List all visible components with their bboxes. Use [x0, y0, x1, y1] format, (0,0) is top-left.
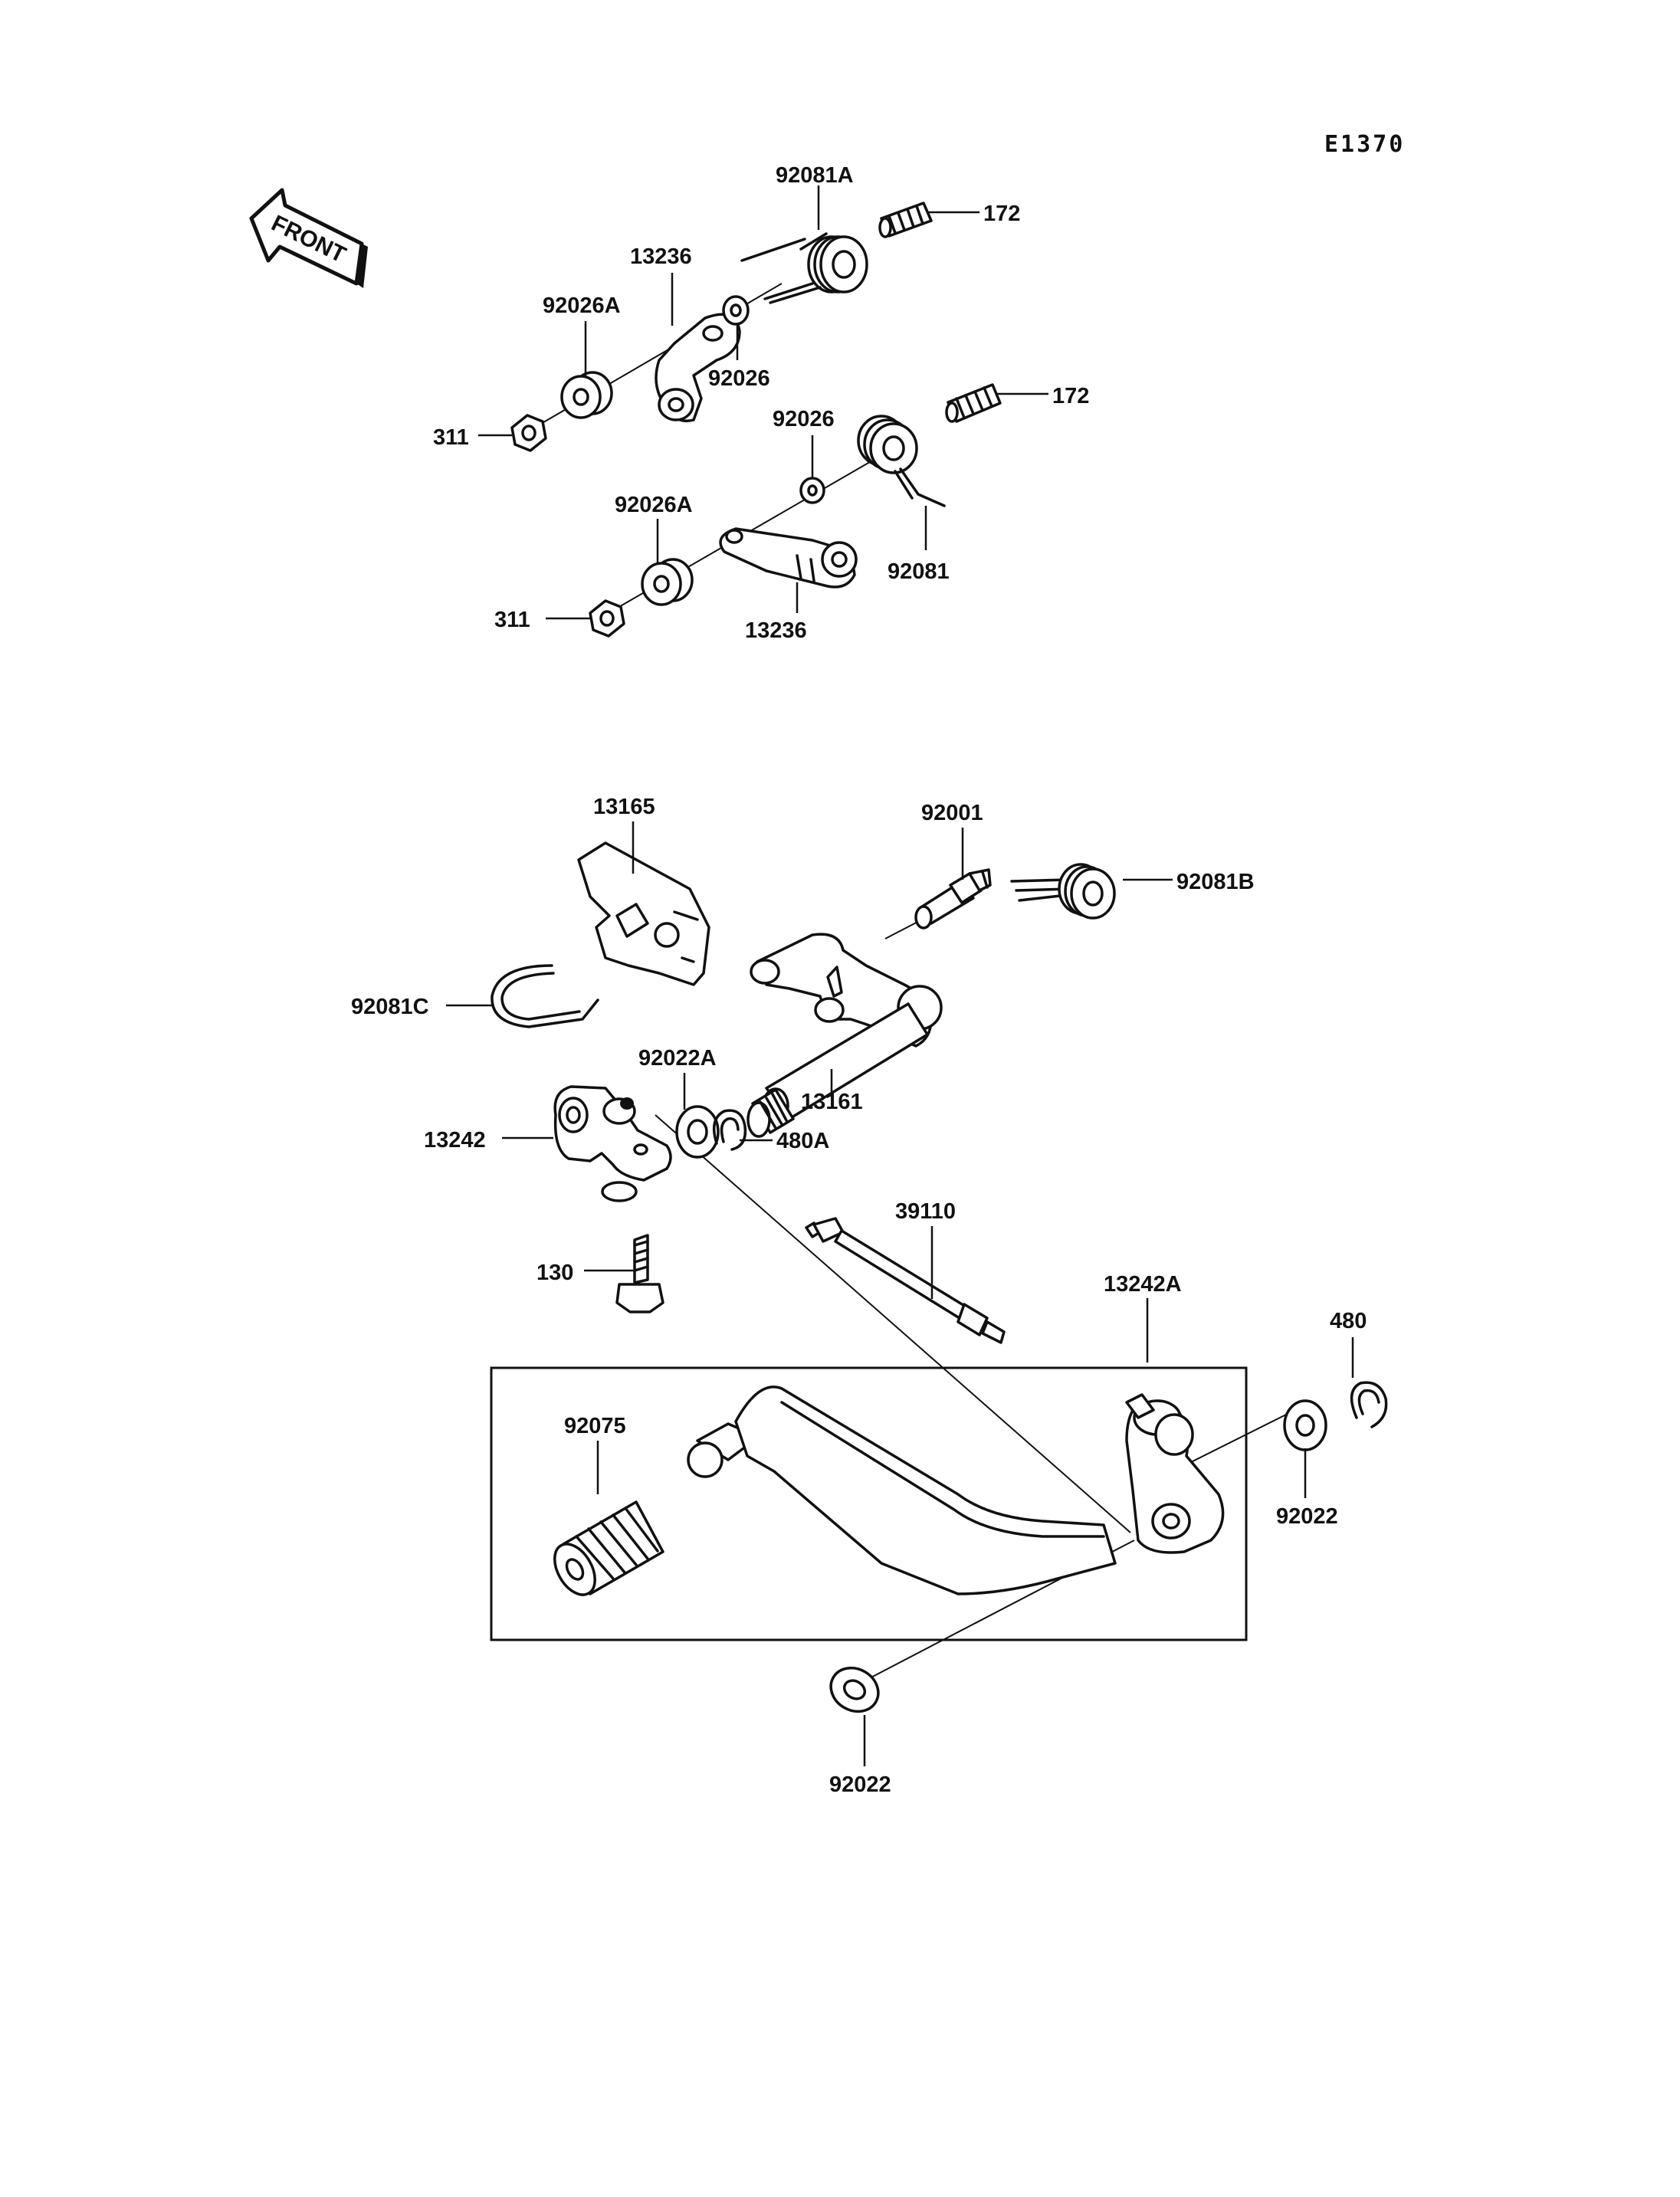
label-480: 480: [1330, 1309, 1367, 1333]
label-92026A-mid: 92026A: [615, 493, 693, 517]
label-92026A-top: 92026A: [543, 293, 621, 318]
washer-92022-right: [1283, 1399, 1327, 1451]
axis-line-rod: [655, 1114, 1131, 1533]
washer-92022-bottom: [829, 1666, 880, 1713]
washer-92026-top: [722, 295, 750, 326]
spring-92081B: [1010, 863, 1116, 920]
spring-92081: [857, 415, 946, 507]
front-direction-arrow-icon: FRONT: [249, 188, 368, 288]
label-39110: 39110: [895, 1199, 956, 1224]
assembly-box-13242A: [490, 1366, 1248, 1641]
label-92022-bottom: 92022: [829, 1772, 891, 1797]
shift-pedal-13242A: [687, 1385, 1225, 1595]
shift-arm-13236-mid: [719, 527, 858, 589]
label-480A: 480A: [776, 1129, 829, 1153]
label-92026-mid: 92026: [773, 407, 835, 431]
collar-92026A-mid: [641, 558, 694, 606]
washer-92026-mid: [799, 477, 825, 504]
label-13161: 13161: [801, 1090, 863, 1114]
spring-92081A: [740, 232, 868, 304]
collar-92026A-top: [560, 371, 613, 419]
bolt-130: [615, 1234, 664, 1313]
bolt-92001: [914, 868, 992, 930]
label-311-mid: 311: [494, 608, 530, 632]
leader-lines-bottom: [446, 821, 1354, 1766]
washer-92022A: [675, 1105, 720, 1159]
part-number-labels: 92081A 172 13236 92026A 92026 311 92026 …: [351, 163, 1367, 1797]
label-13236-top: 13236: [630, 244, 692, 269]
circlip-480: [1350, 1381, 1388, 1428]
shift-shaft-13161: [746, 933, 943, 1138]
label-92022A: 92022A: [638, 1046, 717, 1071]
label-92081A: 92081A: [776, 163, 854, 188]
clip-92081C: [491, 964, 599, 1028]
label-311-top: 311: [433, 425, 469, 450]
label-13242A: 13242A: [1104, 1272, 1182, 1297]
label-13236-mid: 13236: [745, 618, 807, 643]
axis-line-right: [1180, 1405, 1304, 1468]
tie-rod-39110: [805, 1217, 1006, 1344]
label-92026-top: 92026: [708, 366, 770, 391]
lever-clamp-13242: [553, 1085, 672, 1202]
rubber-92075: [553, 1500, 664, 1596]
label-92022-right: 92022: [1276, 1504, 1338, 1529]
label-13242: 13242: [424, 1128, 486, 1153]
label-92081C: 92081C: [351, 995, 429, 1019]
label-92081: 92081: [888, 559, 950, 584]
label-13165: 13165: [593, 795, 655, 819]
label-92081B: 92081B: [1176, 870, 1255, 894]
nut-311-mid: [589, 599, 625, 638]
pin-172-mid: [945, 383, 1002, 423]
label-92075: 92075: [564, 1414, 626, 1438]
label-172-top: 172: [983, 202, 1020, 226]
nut-311-top: [510, 414, 547, 452]
label-92001: 92001: [921, 801, 983, 825]
leader-lines-top: [478, 185, 1048, 620]
pin-172-top: [878, 202, 933, 238]
diagram-code: E1370: [1324, 131, 1405, 158]
shift-arm-13236-top: [655, 313, 741, 422]
circlip-480A: [712, 1109, 747, 1151]
plate-13165: [577, 841, 710, 986]
label-172-mid: 172: [1052, 384, 1089, 408]
label-130: 130: [536, 1261, 573, 1285]
